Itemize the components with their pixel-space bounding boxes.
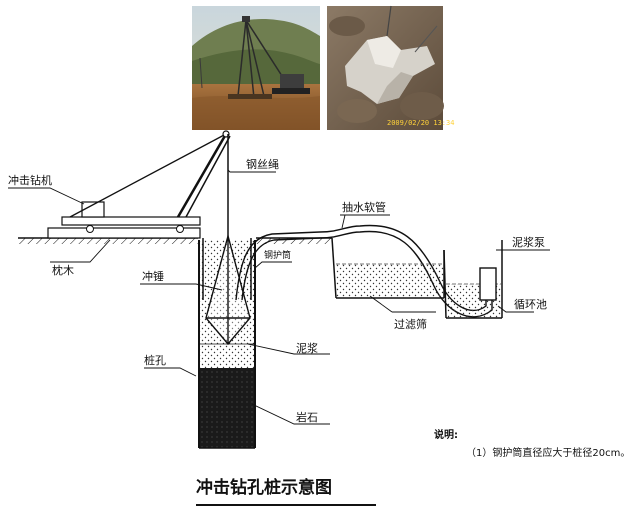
label-rock: 岩石 [296,410,318,424]
label-filter-screen: 过滤筛 [394,317,427,331]
note-heading: 说明: [434,428,458,441]
photo-hammer-head-image: 2009/02/20 13:34 [327,5,454,130]
leader-lines [8,169,550,425]
photo-drilling-rig-image [192,6,320,130]
label-mud: 泥浆 [296,341,318,355]
label-mud-pump: 泥浆泵 [512,235,545,249]
pile-hole [198,240,256,449]
label-sleeper: 枕木 [52,263,74,277]
label-hammer: 冲锤 [142,269,164,283]
filter-tank [331,237,445,299]
label-drill-rig: 冲击钻机 [8,173,52,187]
steel-casing [202,238,252,300]
label-pile-hole: 桩孔 [144,353,166,367]
label-suction-hose: 抽水软管 [342,200,386,214]
label-steel-casing: 钢护筒 [264,249,291,261]
label-wire-rope: 钢丝绳 [246,157,279,171]
mud-pump [479,267,497,301]
note-item-1: （1）钢护筒直径应大于桩径20cm。 [466,446,630,459]
rig-boom [69,130,231,218]
diagram-caption: 冲击钻孔桩示意图 [196,477,332,498]
photo-drilling-rig [192,6,320,130]
photo-timestamp: 2009/02/20 13:34 [387,119,454,127]
label-circulation-pool: 循环池 [514,298,547,311]
rig-base [47,201,201,239]
photo-hammer-head: 2009/02/20 13:34 [327,5,454,130]
